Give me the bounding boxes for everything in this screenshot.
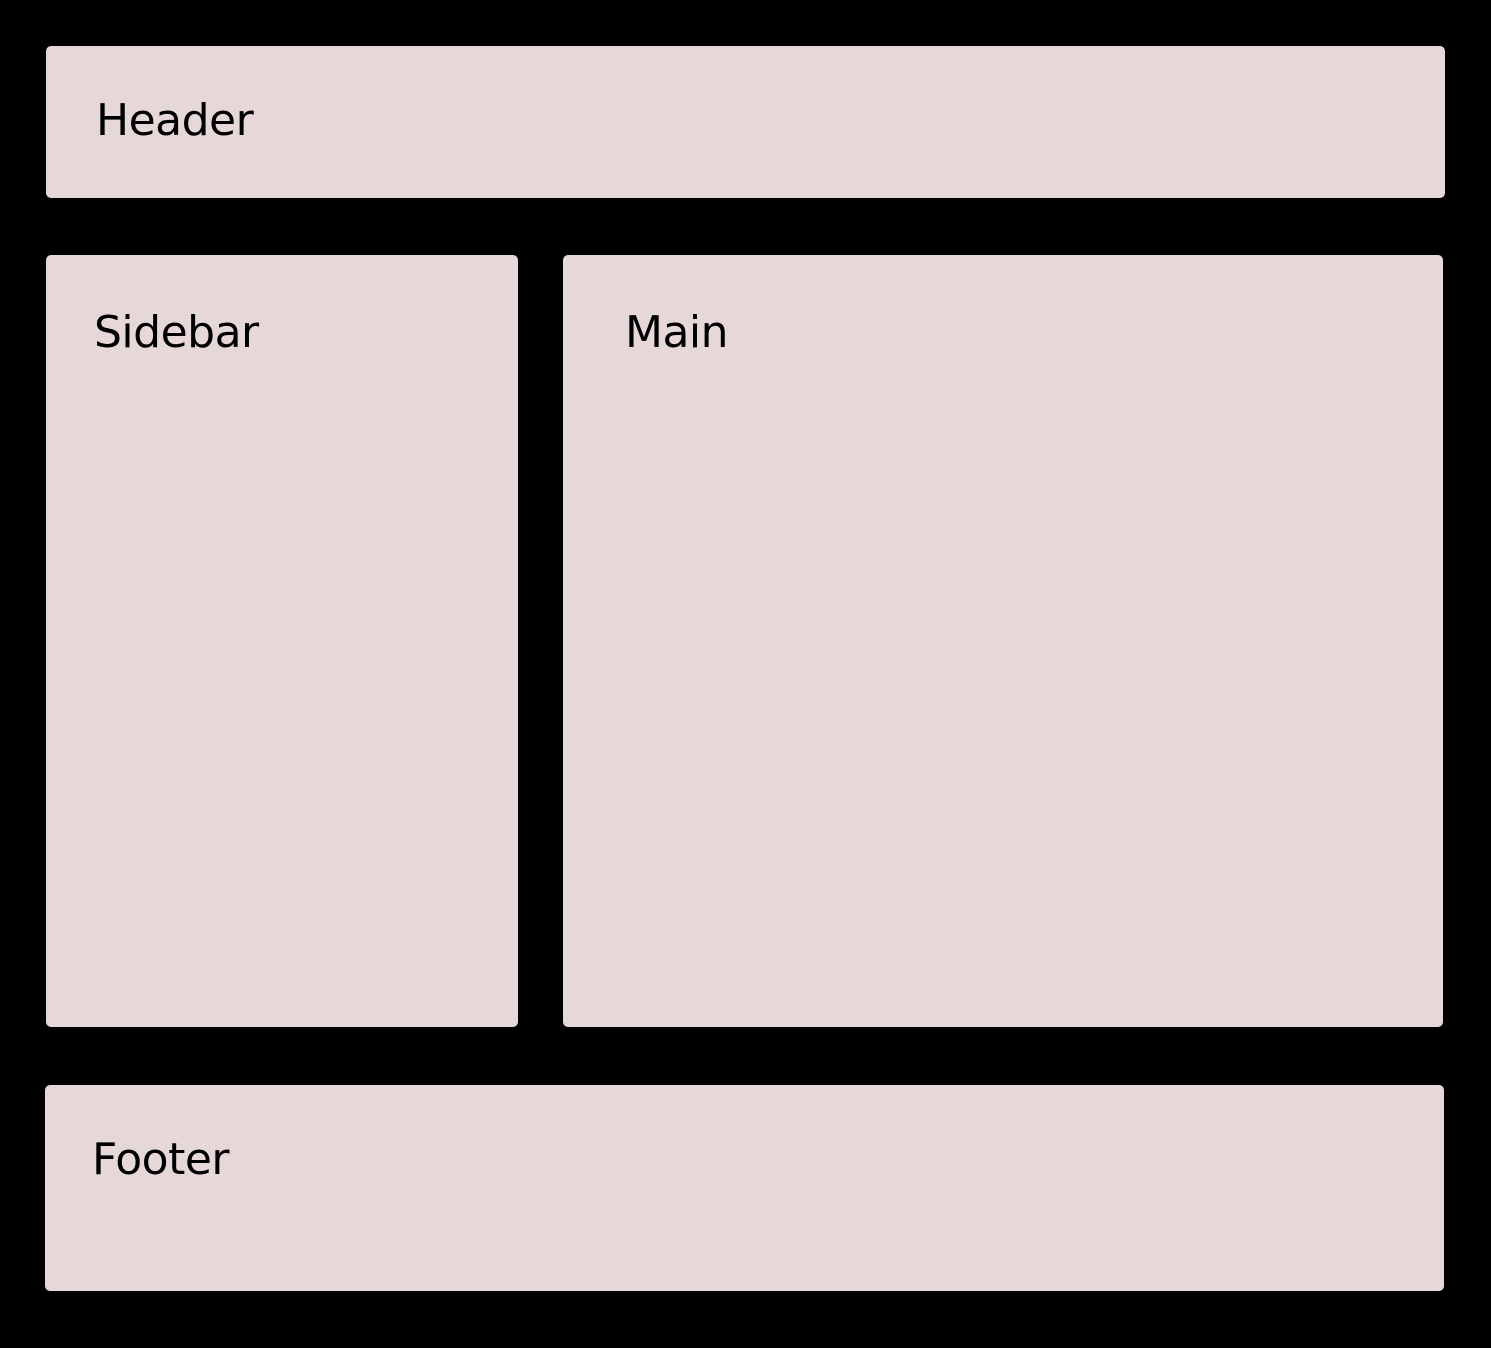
main-label: Main [625,307,729,358]
header-label: Header [96,95,254,146]
header-panel: Header [46,46,1445,198]
footer-panel: Footer [45,1085,1444,1291]
sidebar-panel: Sidebar [46,255,518,1027]
footer-label: Footer [92,1134,230,1185]
sidebar-label: Sidebar [94,307,259,358]
main-panel: Main [563,255,1443,1027]
